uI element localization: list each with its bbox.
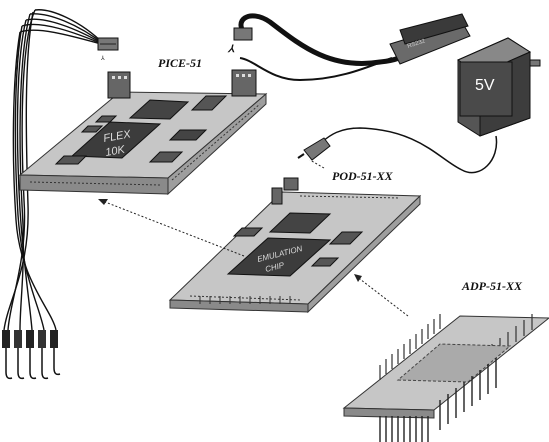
power-adapter: 5V — [456, 37, 541, 137]
pice-label: PICE-51 — [158, 56, 202, 70]
probe-connector-top: ⅄ — [97, 37, 119, 62]
pod-board: EMULATION CHIP — [168, 177, 422, 314]
power-cable — [321, 127, 498, 174]
power-plug — [297, 137, 331, 161]
probe-clips — [2, 330, 61, 380]
pod-label: POD-51-XX — [332, 169, 394, 183]
assembly-arrows — [99, 159, 409, 317]
svg-text:⅄: ⅄ — [227, 44, 235, 55]
fpga-label-2: 10K — [104, 144, 126, 159]
rs232-label: RS232 — [407, 38, 427, 50]
adp-board — [342, 314, 549, 442]
pice-board: FLEX 10K — [18, 69, 268, 196]
fpga-label-1: FLEX — [102, 128, 132, 145]
probe-wire-bundle — [3, 9, 106, 331]
power-label: 5V — [475, 77, 495, 94]
arrow-heads — [98, 199, 362, 282]
rs232-connector: RS232 — [389, 13, 471, 65]
adp-label: ADP-51-XX — [461, 279, 523, 293]
rs232-cable — [238, 13, 412, 66]
svg-text:⅄: ⅄ — [100, 55, 105, 62]
host-connector-top: ⅄ — [227, 27, 253, 55]
rs232-host-cable — [239, 57, 393, 82]
